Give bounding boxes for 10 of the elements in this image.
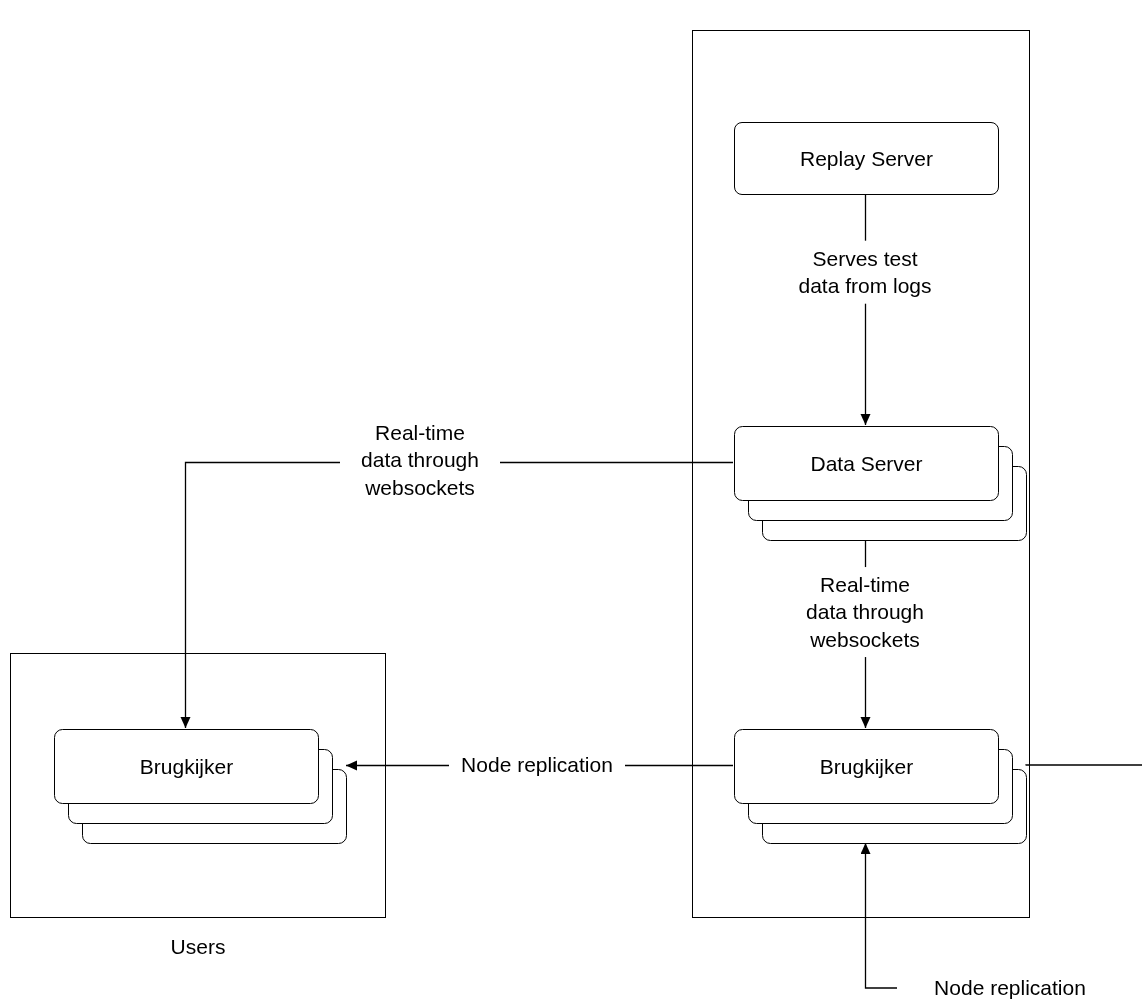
service-box — [734, 122, 999, 195]
stacked-service-box — [54, 729, 347, 844]
stacked-service-box — [734, 729, 1027, 844]
stacked-service-box — [734, 426, 1027, 541]
group-label: Users — [169, 934, 227, 960]
box-label: Brugkijker — [819, 753, 914, 780]
box-label: Data Server — [810, 450, 923, 477]
box-label: Brugkijker — [139, 753, 234, 780]
connector-arrow — [860, 842, 898, 989]
box-label: Replay Server — [799, 145, 934, 172]
